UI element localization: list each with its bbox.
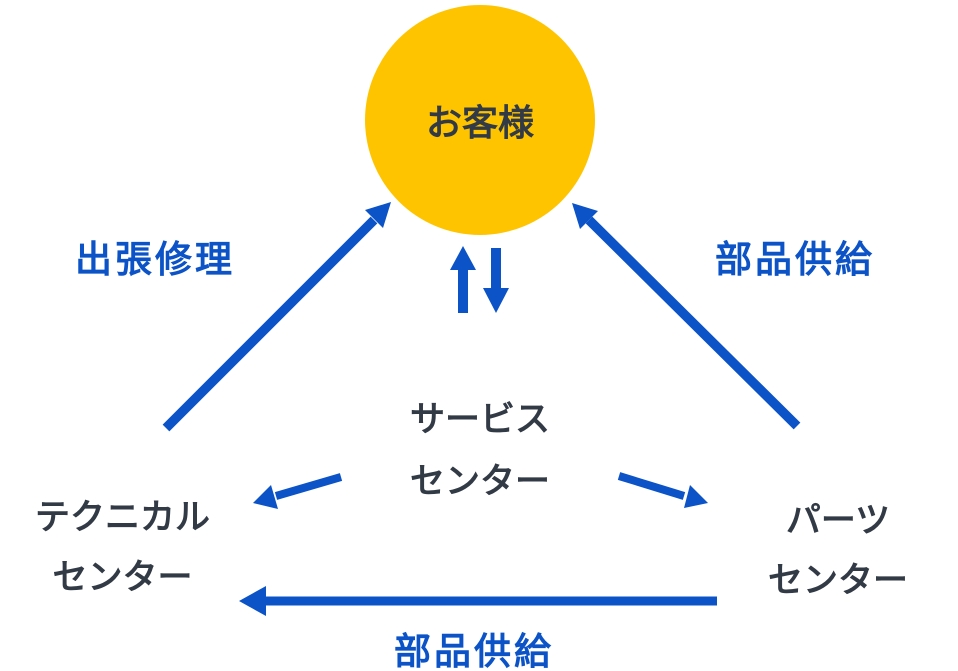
node-service-label-line1: サービス [409, 400, 550, 439]
arrow-service-to-technical [253, 473, 343, 509]
node-service-center: サービス センター [363, 334, 597, 568]
node-technical-label-line2: センター [52, 557, 193, 597]
node-technical-label-line1: テクニカル [34, 497, 210, 537]
node-technical-center: テクニカル センター [6, 431, 239, 664]
node-parts-label-line1: パーツ [785, 501, 891, 540]
edge-label-parts-supply-bottom: 部品供給 [394, 631, 554, 671]
node-customer-label: お客様 [425, 102, 534, 143]
arrow-customer-to-service [483, 248, 509, 313]
node-service-label-line2: センター [409, 462, 550, 501]
edge-label-parts-supply-right: 部品供給 [715, 239, 875, 280]
arrow-service-to-customer [450, 246, 476, 313]
node-customer: お客様 [365, 5, 595, 235]
edge-label-onsite-repair: 出張修理 [75, 239, 235, 280]
node-parts-label-line2: センター [767, 561, 908, 600]
arrow-parts-to-technical [239, 586, 717, 616]
node-parts-center: パーツ センター [722, 435, 954, 667]
arrow-service-to-parts [617, 472, 708, 508]
